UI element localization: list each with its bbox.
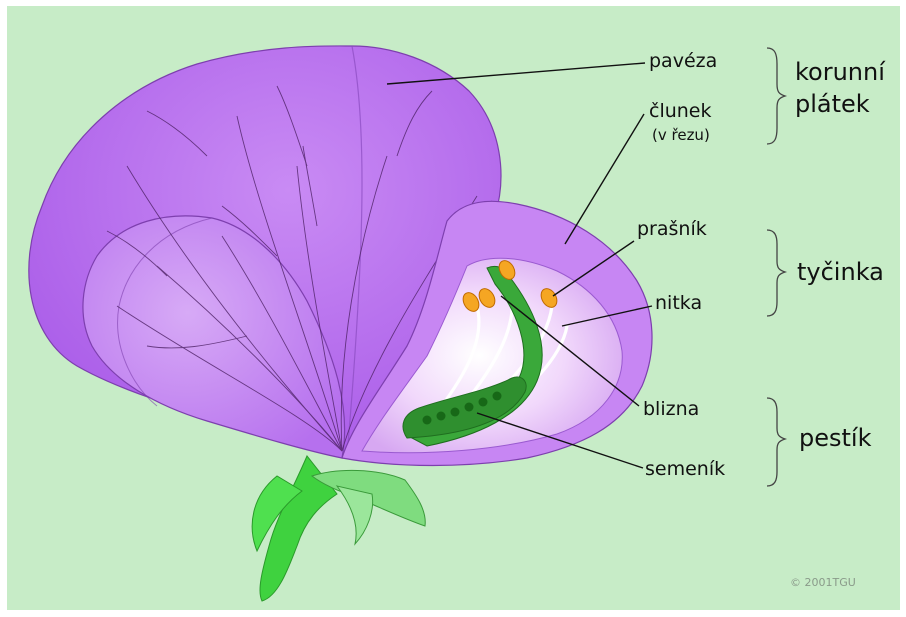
label-paveza: pavéza — [649, 50, 717, 72]
label-blizna: blizna — [643, 398, 699, 420]
leader-clunek — [565, 114, 644, 244]
label-semenik: semeník — [645, 458, 725, 480]
label-clunek-note: (v řezu) — [652, 126, 710, 144]
group-braces — [767, 48, 785, 486]
brace-korunni-platek — [767, 48, 785, 144]
brace-pestik — [767, 398, 785, 486]
flower-illustration — [7, 6, 900, 610]
label-prasnik: prašník — [637, 218, 707, 240]
group-label-platek: plátek — [795, 90, 870, 118]
group-label-korunni: korunní — [795, 58, 885, 86]
copyright: © 2001TGU — [790, 576, 856, 589]
label-clunek: člunek — [649, 100, 712, 122]
group-label-tycinka: tyčinka — [797, 258, 884, 286]
diagram-panel: pavéza člunek (v řezu) prašník nitka bli… — [7, 6, 900, 610]
label-nitka: nitka — [655, 292, 702, 314]
brace-tycinka — [767, 230, 785, 316]
group-label-pestik: pestík — [799, 424, 871, 452]
calyx — [312, 470, 425, 544]
